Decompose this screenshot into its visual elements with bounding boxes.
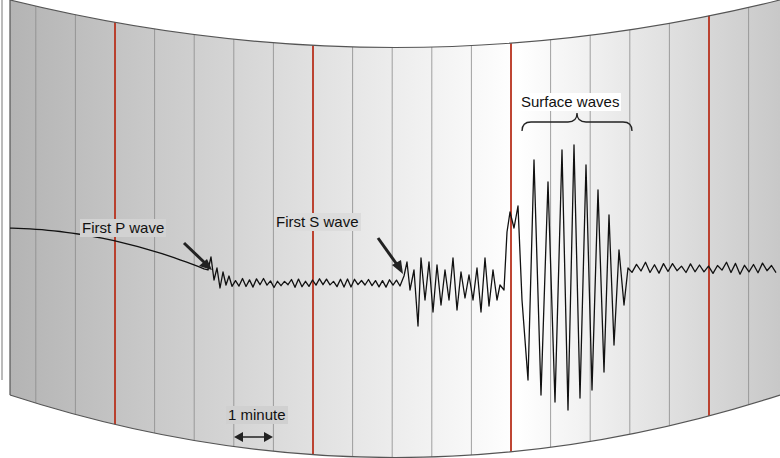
- minute-line: [550, 0, 551, 458]
- minute-line: [194, 0, 195, 458]
- minute-scale-arrowhead: [234, 432, 243, 442]
- drum-top-edge: [10, 0, 780, 48]
- drum-left-edge: [9, 0, 10, 395]
- p-wave-leader: [184, 243, 206, 264]
- drum-paper: [10, 0, 780, 458]
- minute-line: [233, 0, 234, 458]
- time-grid: [36, 0, 749, 458]
- minute-line: [748, 0, 749, 458]
- surface-waves-brace: [522, 113, 632, 131]
- wave-label: First S wave: [274, 213, 361, 231]
- drum-bottom-edge: [10, 395, 780, 458]
- wave-label: Surface waves: [519, 93, 621, 111]
- p-wave-arrowhead: [199, 259, 212, 270]
- minute-line: [75, 0, 76, 458]
- minute-scale-line: [240, 436, 267, 438]
- minute-line: [629, 0, 630, 458]
- wave-label: First P wave: [80, 219, 166, 237]
- drum-left-rim: [2, 0, 3, 380]
- minute-scale-arrowhead: [264, 432, 273, 442]
- minute-line: [669, 0, 670, 458]
- minute-line: [392, 0, 393, 458]
- five-minute-line: [510, 0, 512, 458]
- seismic-trace: [0, 145, 776, 410]
- minute-line: [471, 0, 472, 458]
- five-minute-line: [708, 0, 710, 458]
- s-wave-leader: [378, 238, 398, 266]
- minute-line: [431, 0, 432, 458]
- scale-label: 1 minute: [226, 406, 288, 424]
- minute-line: [590, 0, 591, 458]
- s-wave-arrowhead: [392, 260, 403, 274]
